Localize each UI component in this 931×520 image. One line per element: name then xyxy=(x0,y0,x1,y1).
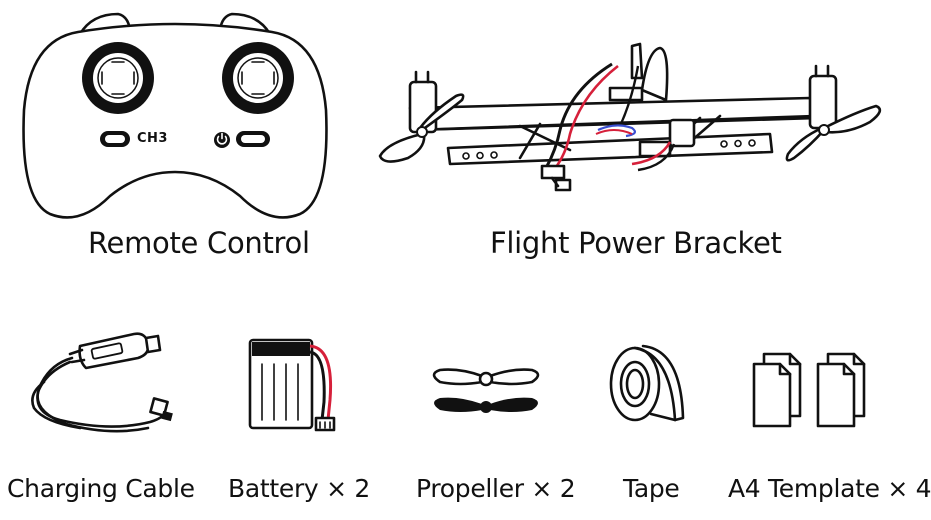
tape-illustration xyxy=(609,344,685,422)
flight-power-bracket-illustration xyxy=(378,42,882,192)
remote-control-label: Remote Control xyxy=(88,226,310,260)
battery-illustration xyxy=(248,338,336,432)
charging-cable-group: Charging Cable xyxy=(0,320,195,520)
remote-control-illustration xyxy=(22,12,328,219)
propeller-label: Propeller × 2 xyxy=(416,474,576,503)
flight-power-bracket-group: Flight Power Bracket xyxy=(370,30,910,270)
ch3-button-label: CH3 xyxy=(137,131,168,146)
a4-template-group: A4 Template × 4 xyxy=(720,320,931,520)
flight-power-bracket-label: Flight Power Bracket xyxy=(490,226,782,260)
power-icon xyxy=(214,132,230,148)
tape-group: Tape xyxy=(585,320,695,520)
remote-control-group: CH3 Remote Control xyxy=(0,0,340,270)
charging-cable-label: Charging Cable xyxy=(7,474,195,503)
a4-template-illustration xyxy=(752,352,866,428)
propeller-group: Propeller × 2 xyxy=(400,320,576,520)
charging-cable-illustration xyxy=(31,332,173,433)
tape-label: Tape xyxy=(623,474,680,503)
battery-label: Battery × 2 xyxy=(228,474,370,503)
propeller-illustration xyxy=(432,368,540,413)
a4-template-label: A4 Template × 4 xyxy=(728,474,931,503)
battery-group: Battery × 2 xyxy=(210,320,370,520)
